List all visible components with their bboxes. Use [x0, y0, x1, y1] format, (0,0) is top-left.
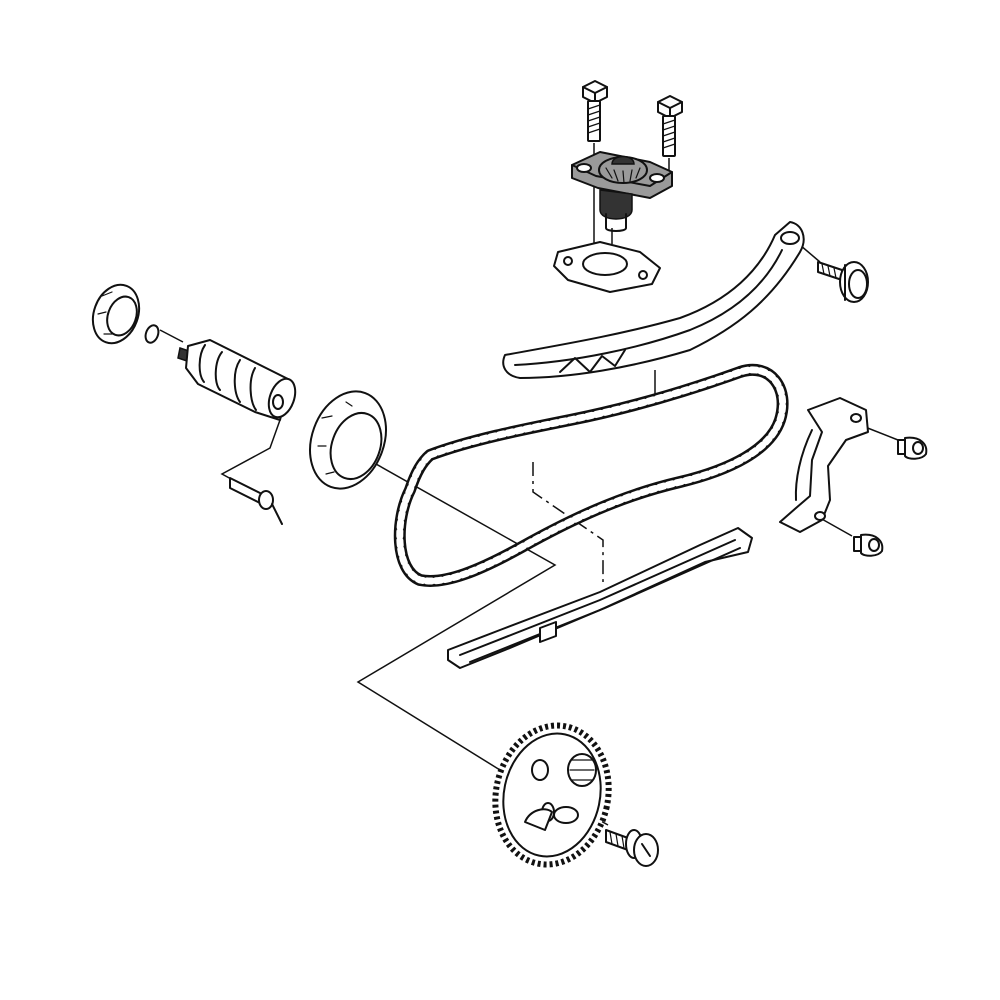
chain-guide [447, 527, 753, 669]
tensioner-bolt-right [657, 95, 683, 180]
leader-bearing-to-sprocket [356, 454, 557, 771]
tensioner-rail [502, 221, 805, 379]
sprocket-bolt [605, 829, 659, 867]
camshaft-pin [229, 477, 283, 525]
leader-oring-bearing [159, 329, 184, 343]
bracket-bolt-upper [897, 436, 928, 460]
camshaft [177, 339, 297, 421]
leader-pivot-bolt [799, 244, 821, 263]
camshaft-bearing-outer [91, 283, 141, 345]
tensioner-bolt-left [582, 80, 608, 255]
leader-camshaft-pin [220, 419, 281, 487]
timing-chain [393, 364, 789, 587]
camshaft-sprocket [492, 722, 612, 868]
camshaft-bearing-inner [309, 390, 387, 490]
leader-chain-to-guide [532, 462, 604, 582]
tensioner-gasket [553, 241, 661, 293]
guide-bracket [779, 397, 869, 533]
bracket-bolt-lower [853, 533, 884, 557]
leader-bracket-bolt-lower [819, 517, 853, 537]
o-ring [144, 324, 160, 344]
chain-tensioner [571, 151, 673, 232]
rail-pivot-bolt [817, 261, 869, 303]
